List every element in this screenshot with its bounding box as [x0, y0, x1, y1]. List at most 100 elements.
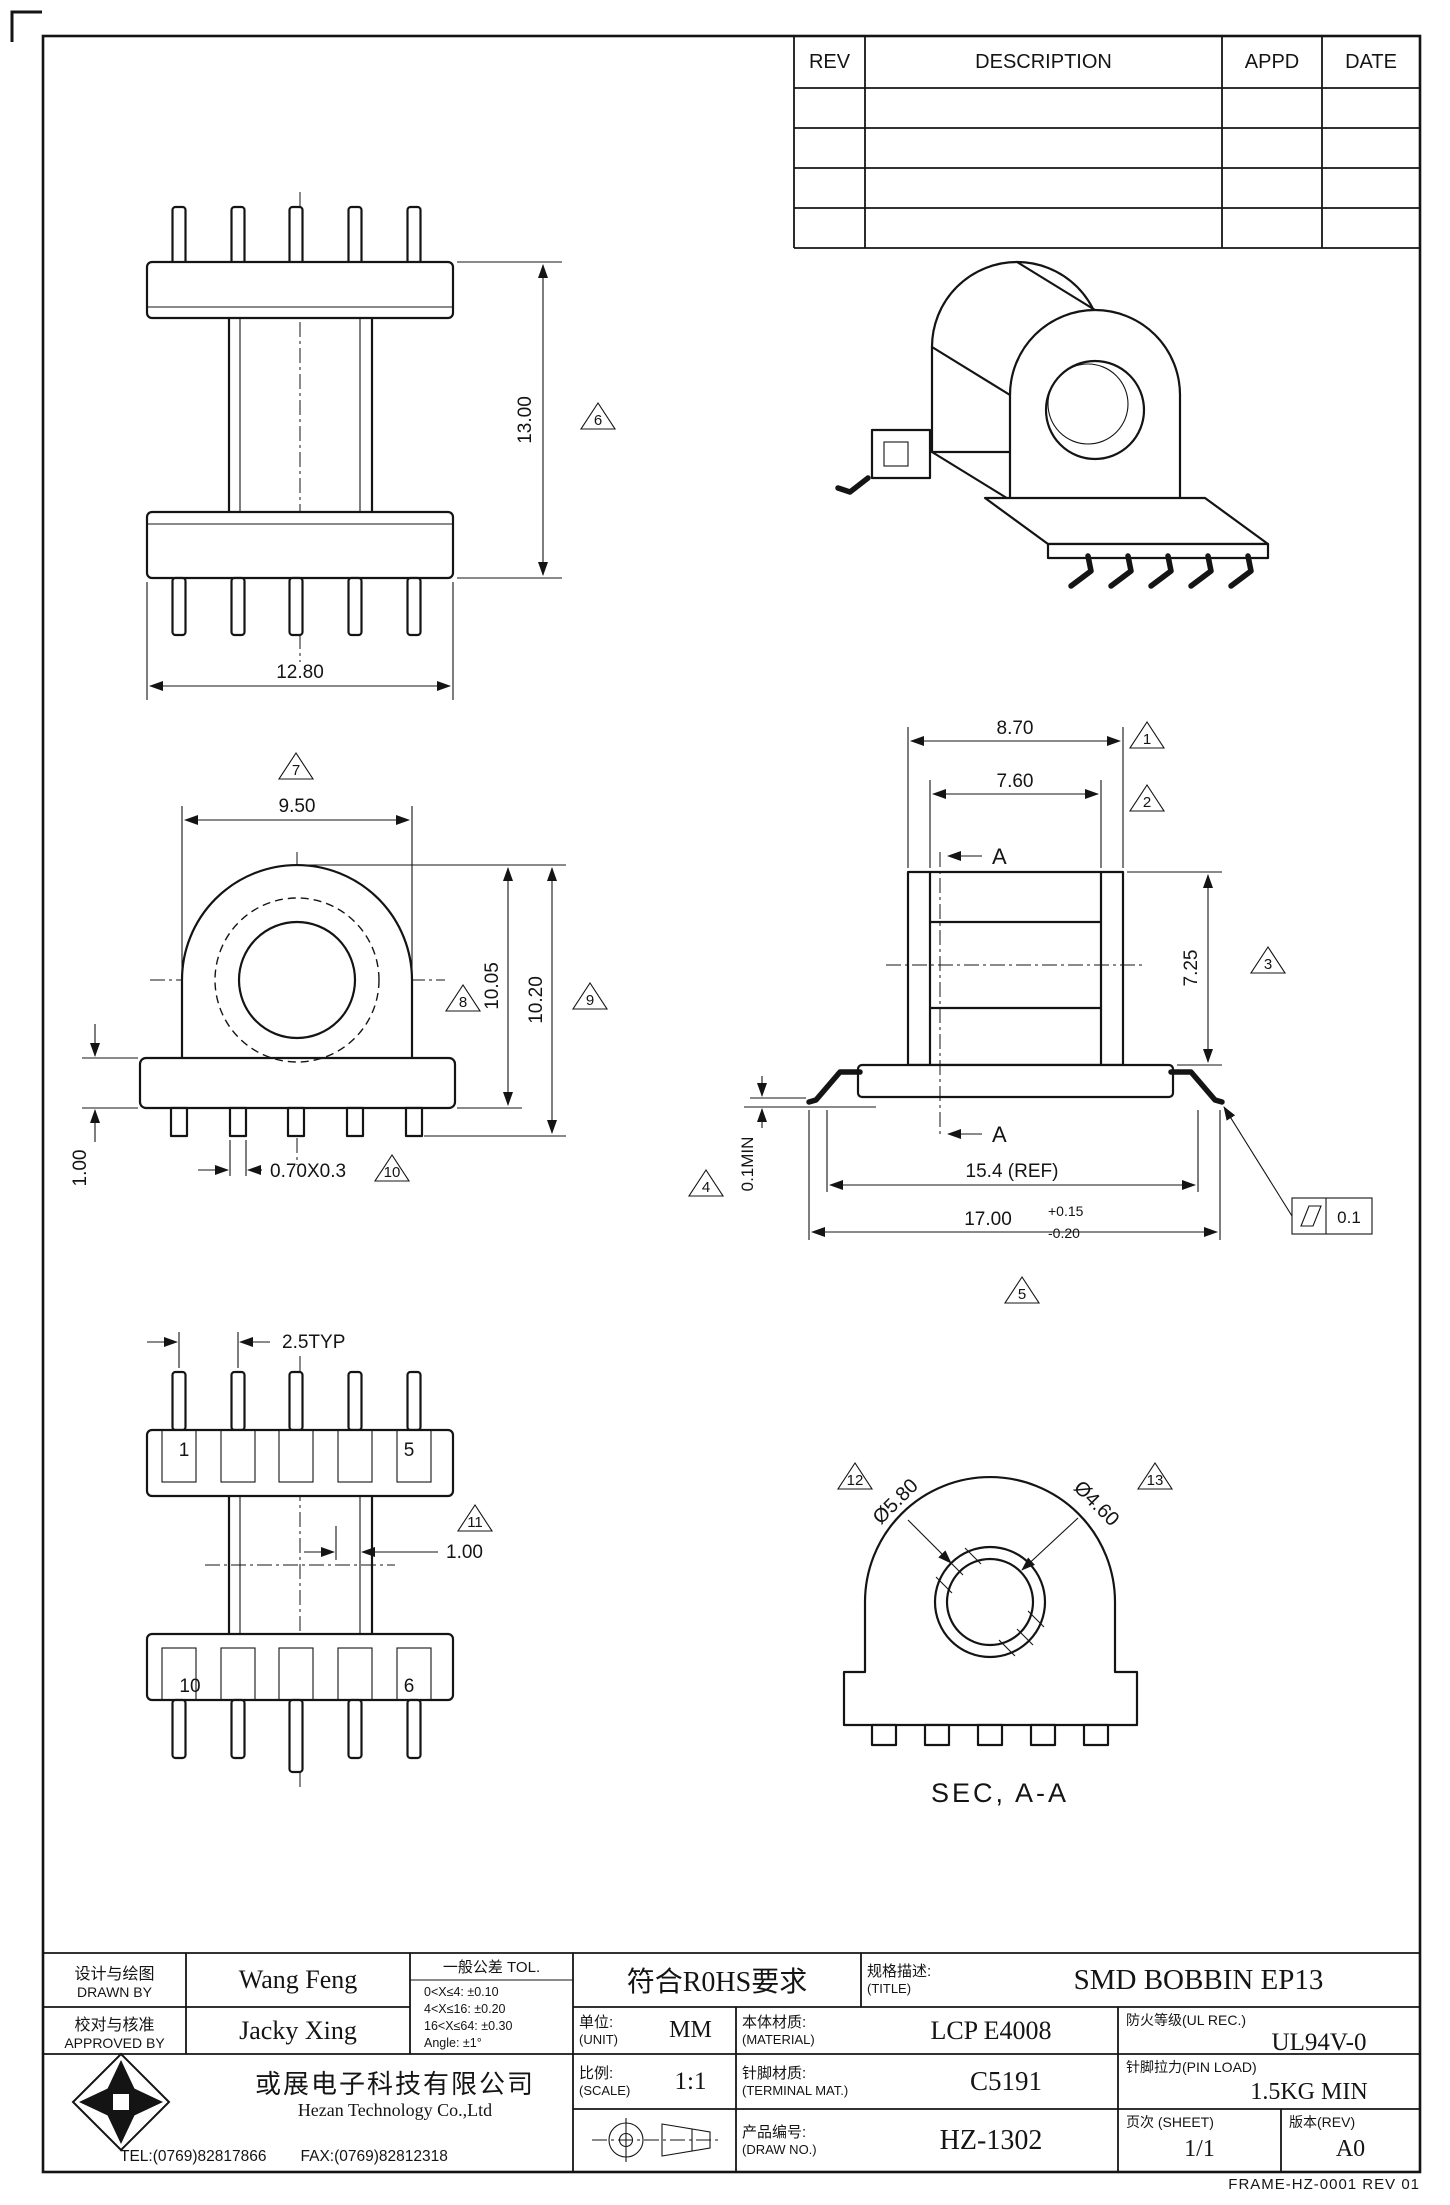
company-name-en: Hezan Technology Co.,Ltd	[297, 2100, 493, 2120]
section-inner-circle	[945, 1557, 1035, 1647]
marker-10: 10	[384, 1164, 401, 1181]
dim-side-overall: 17.00	[964, 1209, 1012, 1230]
dim-side-flange-od: 8.70	[997, 718, 1034, 739]
marker-1: 1	[1143, 731, 1151, 748]
terminal-value: C5191	[969, 2066, 1042, 2096]
section-label-top: A	[992, 844, 1007, 869]
dim-face-base-height: 1.00	[70, 1150, 91, 1187]
material-label-cn: 本体材质:	[742, 2013, 807, 2031]
company-name-cn: 或展电子科技有限公司	[254, 2070, 535, 2099]
isometric-view	[835, 260, 1270, 589]
scale-label-cn: 比例:	[579, 2064, 614, 2082]
tolerance-line-4: Angle: ±1°	[424, 2036, 482, 2050]
marker-13: 13	[1147, 1472, 1164, 1489]
face-arch	[180, 863, 414, 1058]
dim-side-ref: 15.4 (REF)	[966, 1161, 1059, 1182]
approved-by-label-cn: 校对与核准	[74, 2016, 155, 2034]
feature-control-frame	[1291, 1197, 1373, 1235]
side-view: 8.70 7.60 A A 7.25 15.4 (REF) 17.00 +0.1…	[738, 718, 1373, 1241]
marker-6: 6	[594, 412, 602, 429]
rev-table-header-appd: APPD	[1244, 50, 1300, 73]
rev-table-header-date: DATE	[1345, 50, 1397, 73]
terminal-label-en: (TERMINAL MAT.)	[742, 2082, 849, 2098]
approved-by-label-cell: 校对与核准 APPROVED BY	[43, 2007, 186, 2054]
bottom-view: 1 5 10 6 2.5TYP 1.00	[145, 1332, 483, 1790]
face-bore	[237, 920, 357, 1040]
section-view: Ø5.80 Ø4.60 SEC, A-A	[842, 1475, 1139, 1808]
drawno-label-en: (DRAW NO.)	[742, 2141, 817, 2157]
tolerance-cell: 一般公差 TOL. 0<X≤4: ±0.10 4<X≤16: ±0.20 16<…	[410, 1953, 573, 2054]
tolerance-title: 一般公差 TOL.	[442, 1959, 541, 1976]
bottom-flange	[145, 510, 455, 580]
approved-by-label-en: APPROVED BY	[64, 2034, 165, 2051]
dim-side-height: 7.25	[1181, 950, 1202, 987]
dim-side-tol-plus: +0.15	[1048, 1203, 1084, 1219]
iso-base-front	[1046, 542, 1270, 560]
marker-11: 11	[467, 1514, 483, 1531]
marker-12: 12	[847, 1472, 864, 1489]
marker-4: 4	[702, 1179, 710, 1196]
frame-note: FRAME-HZ-0001 REV 01	[1228, 2176, 1420, 2193]
side-body	[906, 870, 1125, 1067]
dim-face-slot: 0.70X0.3	[270, 1161, 346, 1182]
sheet-border	[41, 34, 1422, 2174]
marker-9: 9	[586, 992, 594, 1009]
rev-cell: 版本(REV) A0	[1281, 2109, 1420, 2172]
title-block-grid	[43, 1952, 1420, 2172]
rev-value: A0	[1335, 2135, 1366, 2162]
rev-table-header-description: DESCRIPTION	[975, 50, 1112, 73]
face-hidden-circle	[214, 897, 380, 1063]
title-cell: 规格描述: (TITLE) SMD BOBBIN EP13	[861, 1953, 1420, 2007]
unit-label-cn: 单位:	[579, 2013, 614, 2031]
marker-8: 8	[459, 994, 467, 1011]
title-label-en: (TITLE)	[867, 1981, 912, 1996]
drawn-by-label-cell: 设计与绘图 DRAWN BY	[43, 1953, 186, 2007]
dim-front-height: 13.00	[515, 396, 536, 444]
material-cell: 本体材质: (MATERIAL) LCP E4008	[736, 2007, 1118, 2054]
front-view: 13.00 12.80	[145, 192, 562, 700]
dim-side-window: 7.60	[997, 771, 1034, 792]
pin-number-6: 6	[404, 1676, 415, 1697]
pinload-cell: 针脚拉力(PIN LOAD) 1.5KG MIN	[1118, 2054, 1420, 2109]
section-label-bottom: A	[992, 1122, 1007, 1147]
drawno-label-cn: 产品编号:	[742, 2123, 807, 2141]
scale-value: 1:1	[674, 2067, 707, 2095]
tolerance-line-3: 16<X≤64: ±0.30	[424, 2019, 513, 2033]
dim-side-tol-minus: -0.20	[1048, 1225, 1080, 1241]
side-left-pin	[806, 1069, 863, 1105]
tolerance-line-1: 0<X≤4: ±0.10	[424, 1985, 499, 1999]
rev-label: 版本(REV)	[1289, 2114, 1356, 2130]
pin-number-5: 5	[404, 1440, 415, 1461]
scale-label-en: (SCALE)	[579, 2082, 631, 2098]
title-label-cn: 规格描述:	[867, 1963, 932, 1980]
dim-face-height-outer: 10.20	[526, 976, 547, 1024]
unit-value: MM	[669, 2017, 712, 2043]
drawn-by-name: Wang Feng	[238, 1965, 358, 1994]
iso-bore	[1044, 359, 1146, 461]
unit-cell: 单位: (UNIT) MM	[573, 2007, 736, 2054]
sheet-label: 页次 (SHEET)	[1126, 2114, 1214, 2130]
section-outline	[842, 1475, 1139, 1727]
pin-number-1: 1	[179, 1440, 190, 1461]
section-title: SEC, A-A	[931, 1778, 1069, 1808]
dim-pitch: 2.5TYP	[282, 1332, 345, 1353]
section-outer-circle	[933, 1545, 1047, 1659]
drawno-cell: 产品编号: (DRAW NO.) HZ-1302	[736, 2109, 1118, 2172]
company-logo	[71, 2052, 171, 2152]
face-view: 9.50 10.05 10.20 1.00 0.70X0.3	[70, 796, 566, 1186]
unit-label-en: (UNIT)	[579, 2031, 618, 2047]
tolerance-line-2: 4<X≤16: ±0.20	[424, 2002, 506, 2016]
dim-face-width: 9.50	[279, 796, 316, 817]
sheet-frame	[10, 10, 1422, 2174]
scale-cell: 比例: (SCALE) 1:1	[573, 2054, 736, 2109]
dim-face-height-inner: 10.05	[482, 962, 503, 1010]
ul-label: 防火等级(UL REC.)	[1126, 2012, 1247, 2028]
dim-front-width: 12.80	[276, 662, 324, 683]
note-markers: 1 2 3 4 5 6 7 8 9 10 11 12 13	[277, 401, 1287, 1532]
ul-cell: 防火等级(UL REC.) UL94V-0	[1118, 2007, 1420, 2056]
material-value: LCP E4008	[930, 2015, 1052, 2045]
top-flange	[145, 260, 455, 320]
marker-2: 2	[1143, 794, 1151, 811]
